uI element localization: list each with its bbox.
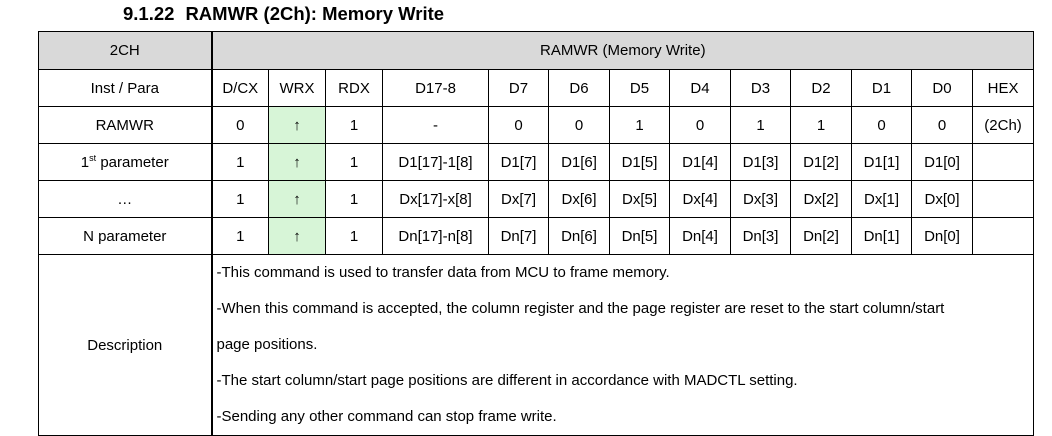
table-cell: D1[7] — [488, 143, 549, 181]
row-label: … — [38, 180, 213, 218]
row-label: RAMWR — [38, 106, 213, 144]
table-cell: D1[4] — [669, 143, 731, 181]
table-cell: 1 — [325, 106, 383, 144]
wrx-cell: ↑ — [268, 180, 326, 218]
table-cell — [971, 143, 1035, 181]
table-cell: 1 — [325, 180, 383, 218]
table-cell: Dn[0] — [911, 217, 973, 255]
table-cell: D1[2] — [790, 143, 852, 181]
table-cell: D1[17]-1[8] — [382, 143, 489, 181]
section-number: 9.1.22 — [123, 3, 175, 24]
table-cell — [971, 217, 1035, 255]
section-title: RAMWR (2Ch): Memory Write — [185, 3, 445, 24]
table-cell: Dn[17]-n[8] — [382, 217, 489, 255]
section-heading: 9.1.22 RAMWR (2Ch): Memory Write — [123, 3, 444, 25]
table-cell: 1 — [211, 217, 269, 255]
table-cell: 1 — [325, 217, 383, 255]
row-label-superscript: st — [89, 152, 97, 163]
row-label: N parameter — [38, 217, 213, 255]
table-cell: Dx[5] — [609, 180, 670, 218]
description-line: -When this command is accepted, the colu… — [216, 300, 945, 317]
command-code-cell: 2CH — [38, 31, 213, 70]
table-cell: Dn[7] — [488, 217, 549, 255]
table-cell: 1 — [325, 143, 383, 181]
table-cell: Dx[1] — [851, 180, 912, 218]
table-cell: D1[5] — [609, 143, 670, 181]
row-label: 1st parameter — [38, 143, 213, 181]
table-cell: 0 — [211, 106, 269, 144]
table-cell: Dn[6] — [548, 217, 610, 255]
table-cell: Dx[3] — [730, 180, 791, 218]
table-cell: Dn[1] — [851, 217, 912, 255]
table-cell: - — [382, 106, 489, 144]
column-header: D6 — [548, 69, 610, 107]
table-cell: 1 — [790, 106, 852, 144]
table-cell: 0 — [488, 106, 549, 144]
command-table: 2CH RAMWR (Memory Write) Inst / Para D/C… — [38, 31, 1035, 436]
table-cell: D1[0] — [911, 143, 973, 181]
table-cell — [971, 180, 1035, 218]
description-row: Description -This command is used to tra… — [38, 254, 1035, 436]
table-cell: Dn[3] — [730, 217, 791, 255]
column-header: RDX — [325, 69, 383, 107]
column-header: HEX — [971, 69, 1035, 107]
table-cell: Dx[7] — [488, 180, 549, 218]
wrx-cell: ↑ — [268, 143, 326, 181]
description-label: Description — [38, 254, 213, 436]
table-row: RAMWR 0 ↑ 1 - 0 0 1 0 1 1 0 0 (2Ch) — [38, 106, 1035, 144]
row-label-text: parameter — [96, 153, 169, 171]
table-cell: 1 — [730, 106, 791, 144]
column-header: Inst / Para — [38, 69, 213, 107]
table-cell: D1[3] — [730, 143, 791, 181]
description-line: page positions. — [216, 336, 318, 353]
row-label-number: 1 — [80, 153, 90, 171]
table-row: 1st parameter 1 ↑ 1 D1[17]-1[8] D1[7] D1… — [38, 143, 1035, 181]
table-cell: Dx[6] — [548, 180, 610, 218]
column-header: D0 — [911, 69, 973, 107]
table-cell: Dn[5] — [609, 217, 670, 255]
table-row: N parameter 1 ↑ 1 Dn[17]-n[8] Dn[7] Dn[6… — [38, 217, 1035, 255]
table-cell: Dx[2] — [790, 180, 852, 218]
table-cell: 0 — [851, 106, 912, 144]
description-line: -Sending any other command can stop fram… — [216, 408, 557, 425]
table-cell: 1 — [609, 106, 670, 144]
table-cell: 0 — [548, 106, 610, 144]
column-header: D1 — [851, 69, 912, 107]
table-cell: 0 — [911, 106, 973, 144]
table-cell: 1 — [211, 180, 269, 218]
table-cell: Dx[4] — [669, 180, 731, 218]
column-header: WRX — [268, 69, 326, 107]
table-cell: 0 — [669, 106, 731, 144]
description-text: -This command is used to transfer data f… — [210, 254, 1035, 436]
column-header: D3 — [730, 69, 791, 107]
table-cell: Dx[17]-x[8] — [382, 180, 489, 218]
column-header-row: Inst / Para D/CX WRX RDX D17-8 D7 D6 D5 … — [38, 69, 1035, 107]
table-cell: (2Ch) — [971, 106, 1035, 144]
wrx-cell: ↑ — [268, 106, 326, 144]
table-cell: D1[6] — [548, 143, 610, 181]
column-header: D/CX — [211, 69, 269, 107]
table-row: … 1 ↑ 1 Dx[17]-x[8] Dx[7] Dx[6] Dx[5] Dx… — [38, 180, 1035, 218]
column-header: D2 — [790, 69, 852, 107]
table-cell: D1[1] — [851, 143, 912, 181]
table-cell: Dn[2] — [790, 217, 852, 255]
wrx-cell: ↑ — [268, 217, 326, 255]
command-name-cell: RAMWR (Memory Write) — [210, 31, 1035, 70]
description-line: -The start column/start page positions a… — [216, 372, 798, 389]
table-cell: 1 — [211, 143, 269, 181]
table-cell: Dn[4] — [669, 217, 731, 255]
description-line: -This command is used to transfer data f… — [216, 264, 670, 281]
column-header: D17-8 — [382, 69, 489, 107]
table-header-row: 2CH RAMWR (Memory Write) — [38, 31, 1035, 70]
column-header: D4 — [669, 69, 731, 107]
table-cell: Dx[0] — [911, 180, 973, 218]
column-header: D7 — [488, 69, 549, 107]
column-header: D5 — [609, 69, 670, 107]
